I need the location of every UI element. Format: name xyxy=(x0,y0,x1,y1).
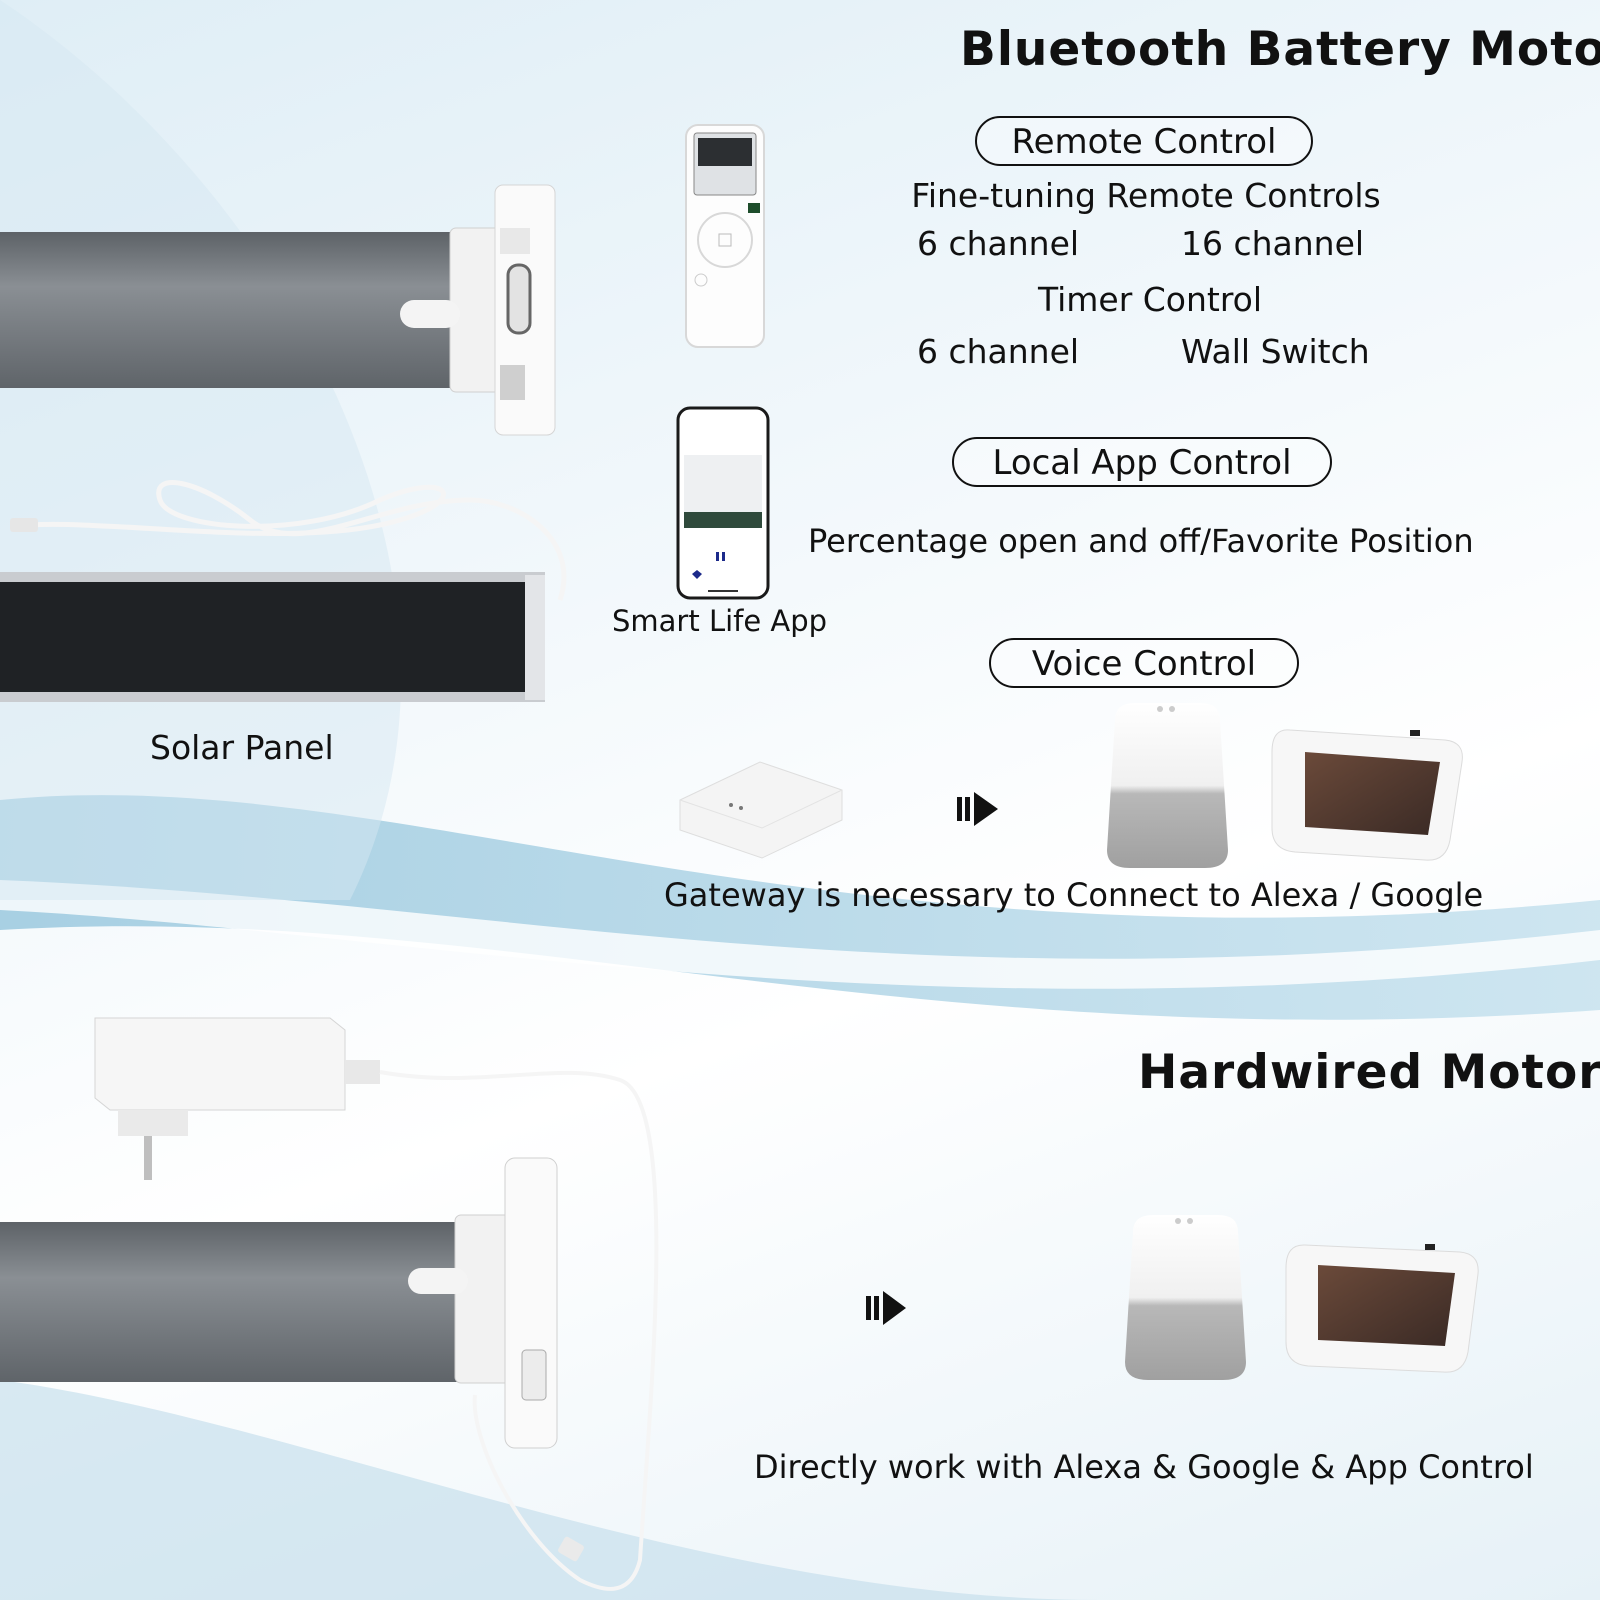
hardwired-motor-title: Hardwired Motor xyxy=(1138,1045,1600,1100)
hardwired-motor-illustration xyxy=(0,1157,558,1449)
battery-motor-illustration xyxy=(0,184,556,436)
smart-speaker-illustration-2 xyxy=(1125,1215,1246,1380)
remote-option-16ch: 16 channel xyxy=(1181,224,1365,263)
smart-display-illustration-2 xyxy=(1285,1244,1479,1373)
power-adapter-illustration xyxy=(94,1017,659,1591)
hardwired-description: Directly work with Alexa & Google & App … xyxy=(754,1448,1534,1486)
gateway-hub-illustration xyxy=(679,761,843,859)
arrow-icon-2 xyxy=(866,1291,906,1325)
local-app-control-pill: Local App Control xyxy=(952,437,1332,487)
fine-tuning-label: Fine-tuning Remote Controls xyxy=(911,176,1381,215)
smart-display-illustration xyxy=(1271,729,1463,861)
app-control-description: Percentage open and off/Favorite Positio… xyxy=(808,522,1474,560)
gateway-note: Gateway is necessary to Connect to Alexa… xyxy=(664,876,1484,914)
solar-panel-label: Solar Panel xyxy=(150,728,334,767)
timer-option-6ch: 6 channel xyxy=(917,332,1080,371)
smart-speaker-illustration xyxy=(1107,703,1228,868)
remote-control-pill: Remote Control xyxy=(975,116,1313,166)
remote-option-6ch: 6 channel xyxy=(917,224,1080,263)
remote-control-illustration xyxy=(685,124,765,348)
timer-option-wall-switch: Wall Switch xyxy=(1181,332,1370,371)
smartphone-illustration xyxy=(676,406,770,600)
battery-motor-title: Bluetooth Battery Motor xyxy=(960,22,1600,77)
arrow-icon-1 xyxy=(957,792,998,826)
smart-life-app-label: Smart Life App xyxy=(612,604,828,638)
timer-control-label: Timer Control xyxy=(1037,280,1263,319)
voice-control-pill: Voice Control xyxy=(989,638,1299,688)
solar-panel-illustration xyxy=(0,480,567,702)
